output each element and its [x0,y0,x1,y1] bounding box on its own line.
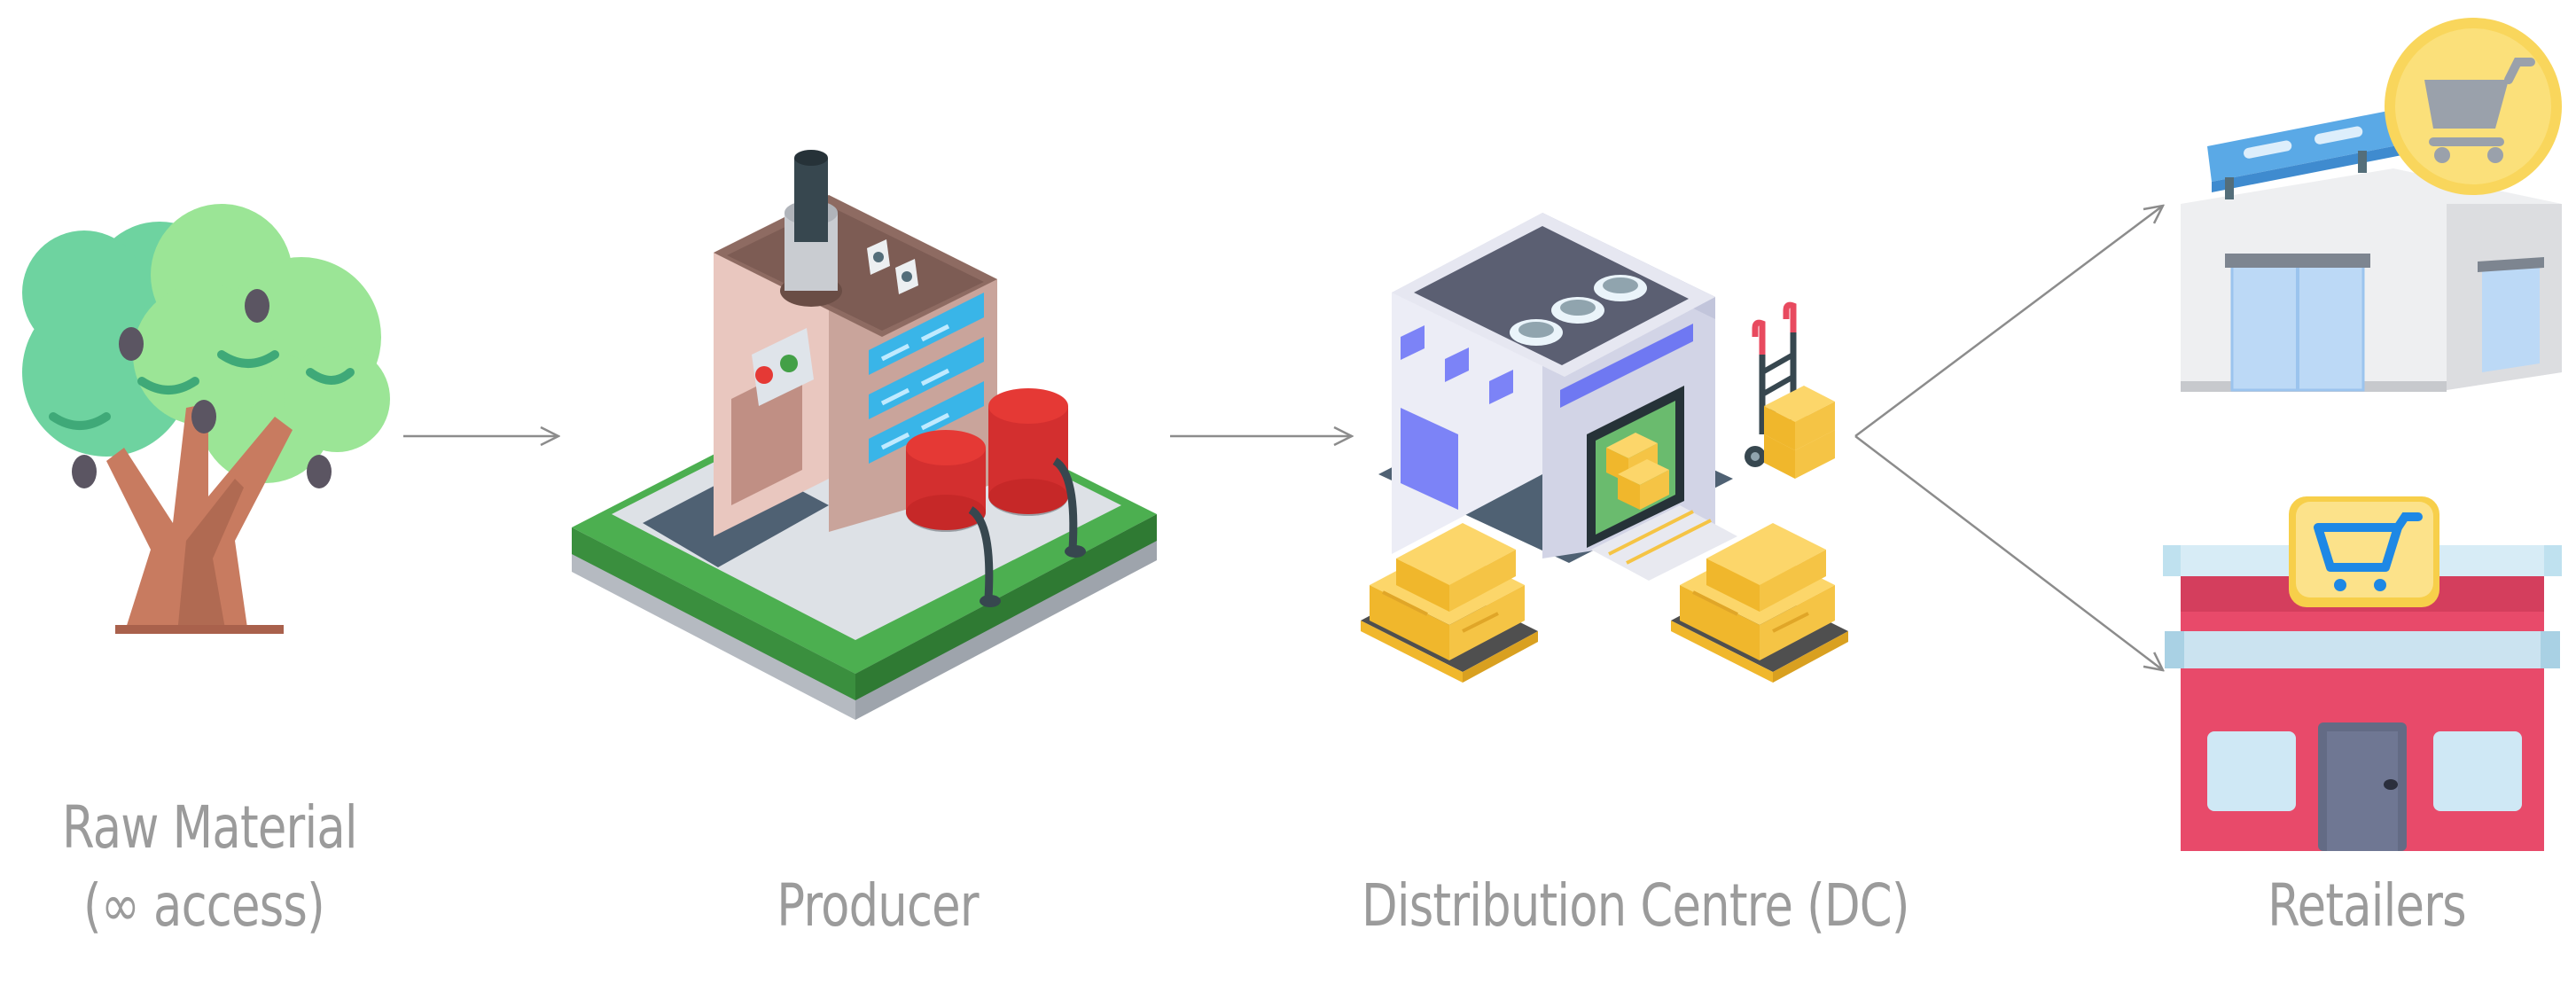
label-raw-material-line1: Raw Material [62,793,358,862]
label-raw-material-line2: (∞ access) [83,871,325,940]
arrow-dc-to-shop [1854,435,2163,670]
supermarket-icon [2181,18,2562,392]
factory-icon [572,150,1157,720]
tree-icon [22,204,390,634]
label-distribution-centre: Distribution Centre (DC) [1362,867,1909,945]
label-retailers-text: Retailers [2268,871,2467,940]
label-producer: Producer [729,867,1026,945]
warehouse-icon [1361,213,1848,683]
shop-icon [2163,496,2562,851]
arrow-dc-to-supermarket [1854,206,2163,438]
label-distribution-centre-text: Distribution Centre (DC) [1362,871,1909,940]
label-producer-text: Producer [777,871,979,940]
label-retailers: Retailers [2225,867,2509,945]
label-raw-material: Raw Material (∞ access) [62,789,358,945]
